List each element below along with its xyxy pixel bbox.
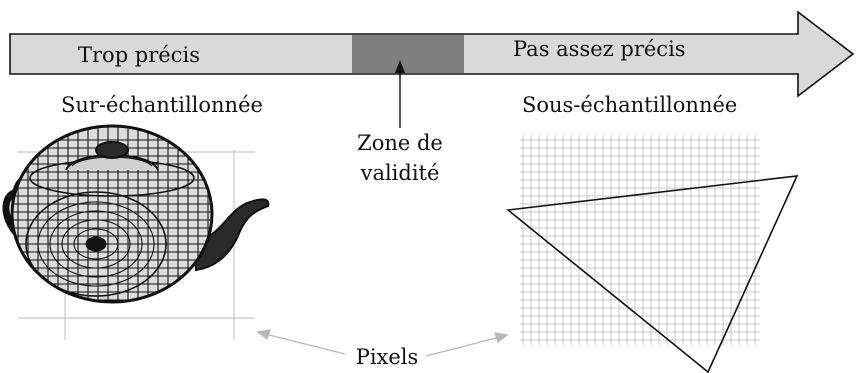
teapot-wireframe-icon [2,124,270,304]
undersampled-caption: Sous-échantillonnée [522,93,737,117]
pixels-label: Pixels [356,345,419,369]
right-pixel-grid [520,135,760,345]
zone-pointer [395,60,405,128]
precision-arrow: Trop précis Pas assez précis [9,10,855,98]
validity-zone-label-line1: Zone de [357,131,443,155]
validity-zone-band [352,35,464,73]
pixels-pointers [256,329,509,357]
too-precise-label: Trop précis [78,43,200,67]
oversampled-caption: Sur-échantillonnée [61,93,263,117]
not-precise-enough-label: Pas assez précis [513,37,686,61]
triangle-icon [506,175,799,373]
validity-zone-label-line2: validité [360,161,440,185]
